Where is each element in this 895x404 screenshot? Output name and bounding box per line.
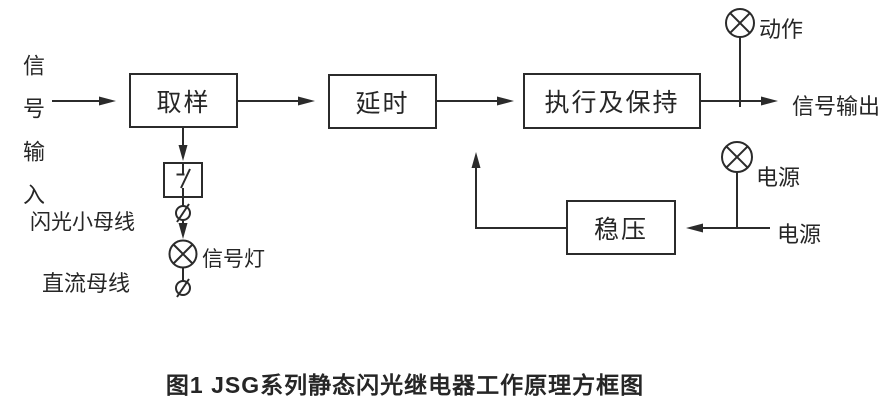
arrow-delay-to-execute — [437, 96, 514, 106]
block-delay: 延时 — [328, 74, 437, 129]
signal-input-label: 信号输入 — [20, 54, 45, 226]
power-lamp-icon — [721, 141, 753, 173]
power-lamp-label: 电源 — [756, 165, 801, 190]
flash-bus-label: 闪光小母线 — [30, 211, 135, 234]
arrow-terminal-to-lamp — [178, 220, 188, 239]
arrow-sampling-to-delay — [238, 96, 315, 106]
block-regulator: 稳压 — [566, 200, 676, 255]
signal-lamp-icon — [168, 239, 198, 269]
terminal-icon-upper — [175, 203, 191, 223]
arrow-input-to-sampling — [52, 96, 116, 106]
arrow-regulator-feedback — [471, 152, 566, 229]
block-execute-hold: 执行及保持 — [523, 73, 701, 129]
figure-caption: 图1 JSG系列静态闪光继电器工作原理方框图 — [165, 372, 645, 398]
terminal-icon-lower — [175, 278, 191, 298]
power-source-label: 电源 — [777, 222, 822, 247]
action-lamp-icon — [725, 8, 755, 38]
contact-switch-icon — [163, 162, 203, 206]
signal-output-label: 信号输出 — [792, 94, 881, 119]
block-sampling: 取样 — [129, 73, 238, 128]
dc-bus-label: 直流母线 — [42, 271, 131, 296]
signal-lamp-label: 信号灯 — [202, 248, 265, 271]
action-lamp-label: 动作 — [759, 17, 804, 42]
arrow-power-to-regulator — [686, 223, 770, 233]
arrow-sampling-to-switch — [178, 128, 188, 161]
arrow-execute-to-output — [701, 96, 778, 106]
